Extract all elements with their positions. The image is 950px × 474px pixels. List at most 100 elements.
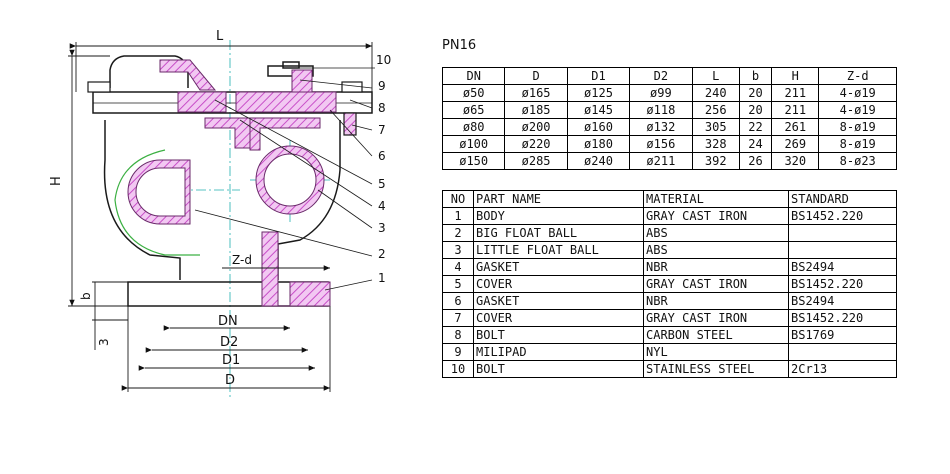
table-cell: ø285	[504, 152, 568, 170]
header-cell: L	[691, 67, 740, 85]
table-cell: 5	[442, 275, 474, 293]
table-cell: BS1452.220	[788, 275, 897, 293]
table-cell: ø220	[504, 135, 568, 153]
table-cell: GRAY CAST IRON	[643, 309, 789, 327]
callout-6: 6	[378, 149, 386, 163]
header-cell: D	[504, 67, 568, 85]
table-cell: ø185	[504, 101, 568, 119]
table-cell: ABS	[643, 224, 789, 242]
callout-2: 2	[378, 247, 386, 261]
table-cell: 26	[738, 152, 773, 170]
callout-8: 8	[378, 101, 386, 115]
table-cell: ø145	[566, 101, 631, 119]
table-cell: 4	[442, 258, 474, 276]
callout-10: 10	[376, 53, 391, 67]
bolts	[87, 81, 363, 136]
table-cell: ø180	[566, 135, 631, 153]
header-cell: Z-d	[818, 67, 897, 85]
table-cell: 211	[771, 101, 820, 119]
table-cell: ø65	[441, 101, 506, 119]
table-cell: 22	[738, 118, 773, 136]
table-cell: 7	[442, 309, 474, 327]
table-cell: BIG FLOAT BALL	[473, 224, 644, 242]
table-cell: 211	[771, 84, 820, 102]
table-cell: LITTLE FLOAT BALL	[473, 241, 644, 259]
table-cell	[788, 343, 897, 361]
table-cell: 10	[442, 360, 474, 378]
table-cell: ø156	[629, 135, 693, 153]
dim-D: D	[225, 373, 235, 388]
parts-table-header: NO PART NAME MATERIAL STANDARD	[442, 190, 897, 208]
table-cell: 8-ø19	[818, 118, 897, 136]
header-cell: NO	[442, 190, 474, 208]
table-cell: 6	[442, 292, 474, 310]
table-cell: ø240	[566, 152, 631, 170]
table-cell: 1	[442, 207, 474, 225]
table-cell	[788, 224, 897, 242]
table-cell	[788, 241, 897, 259]
table-cell: 320	[771, 152, 820, 170]
callout-5: 5	[378, 177, 386, 191]
table-cell: ø165	[504, 84, 568, 102]
table-cell: BS2494	[788, 292, 897, 310]
dimension-lines	[68, 42, 373, 392]
table-cell: 2	[442, 224, 474, 242]
table-cell: GASKET	[473, 292, 644, 310]
table-cell: NBR	[643, 292, 789, 310]
table-cell: 305	[691, 118, 740, 136]
drawing-labels: L H b 3 DN D2 D1 D Z-d 10 9 8 7 6 5 4 3 …	[49, 29, 391, 388]
table-cell: 4-ø19	[818, 84, 897, 102]
hatched-sections	[127, 59, 337, 307]
table-cell: ø50	[441, 84, 506, 102]
table-cell: ø211	[629, 152, 693, 170]
table-cell: ø118	[629, 101, 693, 119]
table-cell: 4-ø19	[818, 101, 897, 119]
table-cell: 256	[691, 101, 740, 119]
table-cell: GRAY CAST IRON	[643, 275, 789, 293]
table-cell: 240	[691, 84, 740, 102]
table-cell: 3	[442, 241, 474, 259]
callout-3: 3	[378, 221, 386, 235]
header-cell: D2	[629, 67, 693, 85]
table-cell: 269	[771, 135, 820, 153]
pressure-class-label: PN16	[442, 38, 477, 53]
table-cell: 2Cr13	[788, 360, 897, 378]
table-cell: 8	[442, 326, 474, 344]
table-cell: BOLT	[473, 326, 644, 344]
table-cell: NYL	[643, 343, 789, 361]
callout-4: 4	[378, 199, 386, 213]
header-cell: D1	[566, 67, 631, 85]
table-cell: ø160	[566, 118, 631, 136]
table-cell: ø99	[629, 84, 693, 102]
table-cell: ø125	[566, 84, 631, 102]
table-cell: ø100	[441, 135, 506, 153]
table-cell: 20	[738, 84, 773, 102]
table-cell: BS1452.220	[788, 309, 897, 327]
table-cell: 20	[738, 101, 773, 119]
table-cell: BOLT	[473, 360, 644, 378]
table-cell: 9	[442, 343, 474, 361]
table-cell: STAINLESS STEEL	[643, 360, 789, 378]
table-cell: BODY	[473, 207, 644, 225]
header-cell: DN	[441, 67, 506, 85]
dim-D2: D2	[220, 335, 238, 350]
table-cell: 328	[691, 135, 740, 153]
dim-H: H	[49, 176, 64, 186]
table-cell: MILIPAD	[473, 343, 644, 361]
callout-1: 1	[378, 271, 386, 285]
table-cell: ø80	[441, 118, 506, 136]
table-cell: GRAY CAST IRON	[643, 207, 789, 225]
